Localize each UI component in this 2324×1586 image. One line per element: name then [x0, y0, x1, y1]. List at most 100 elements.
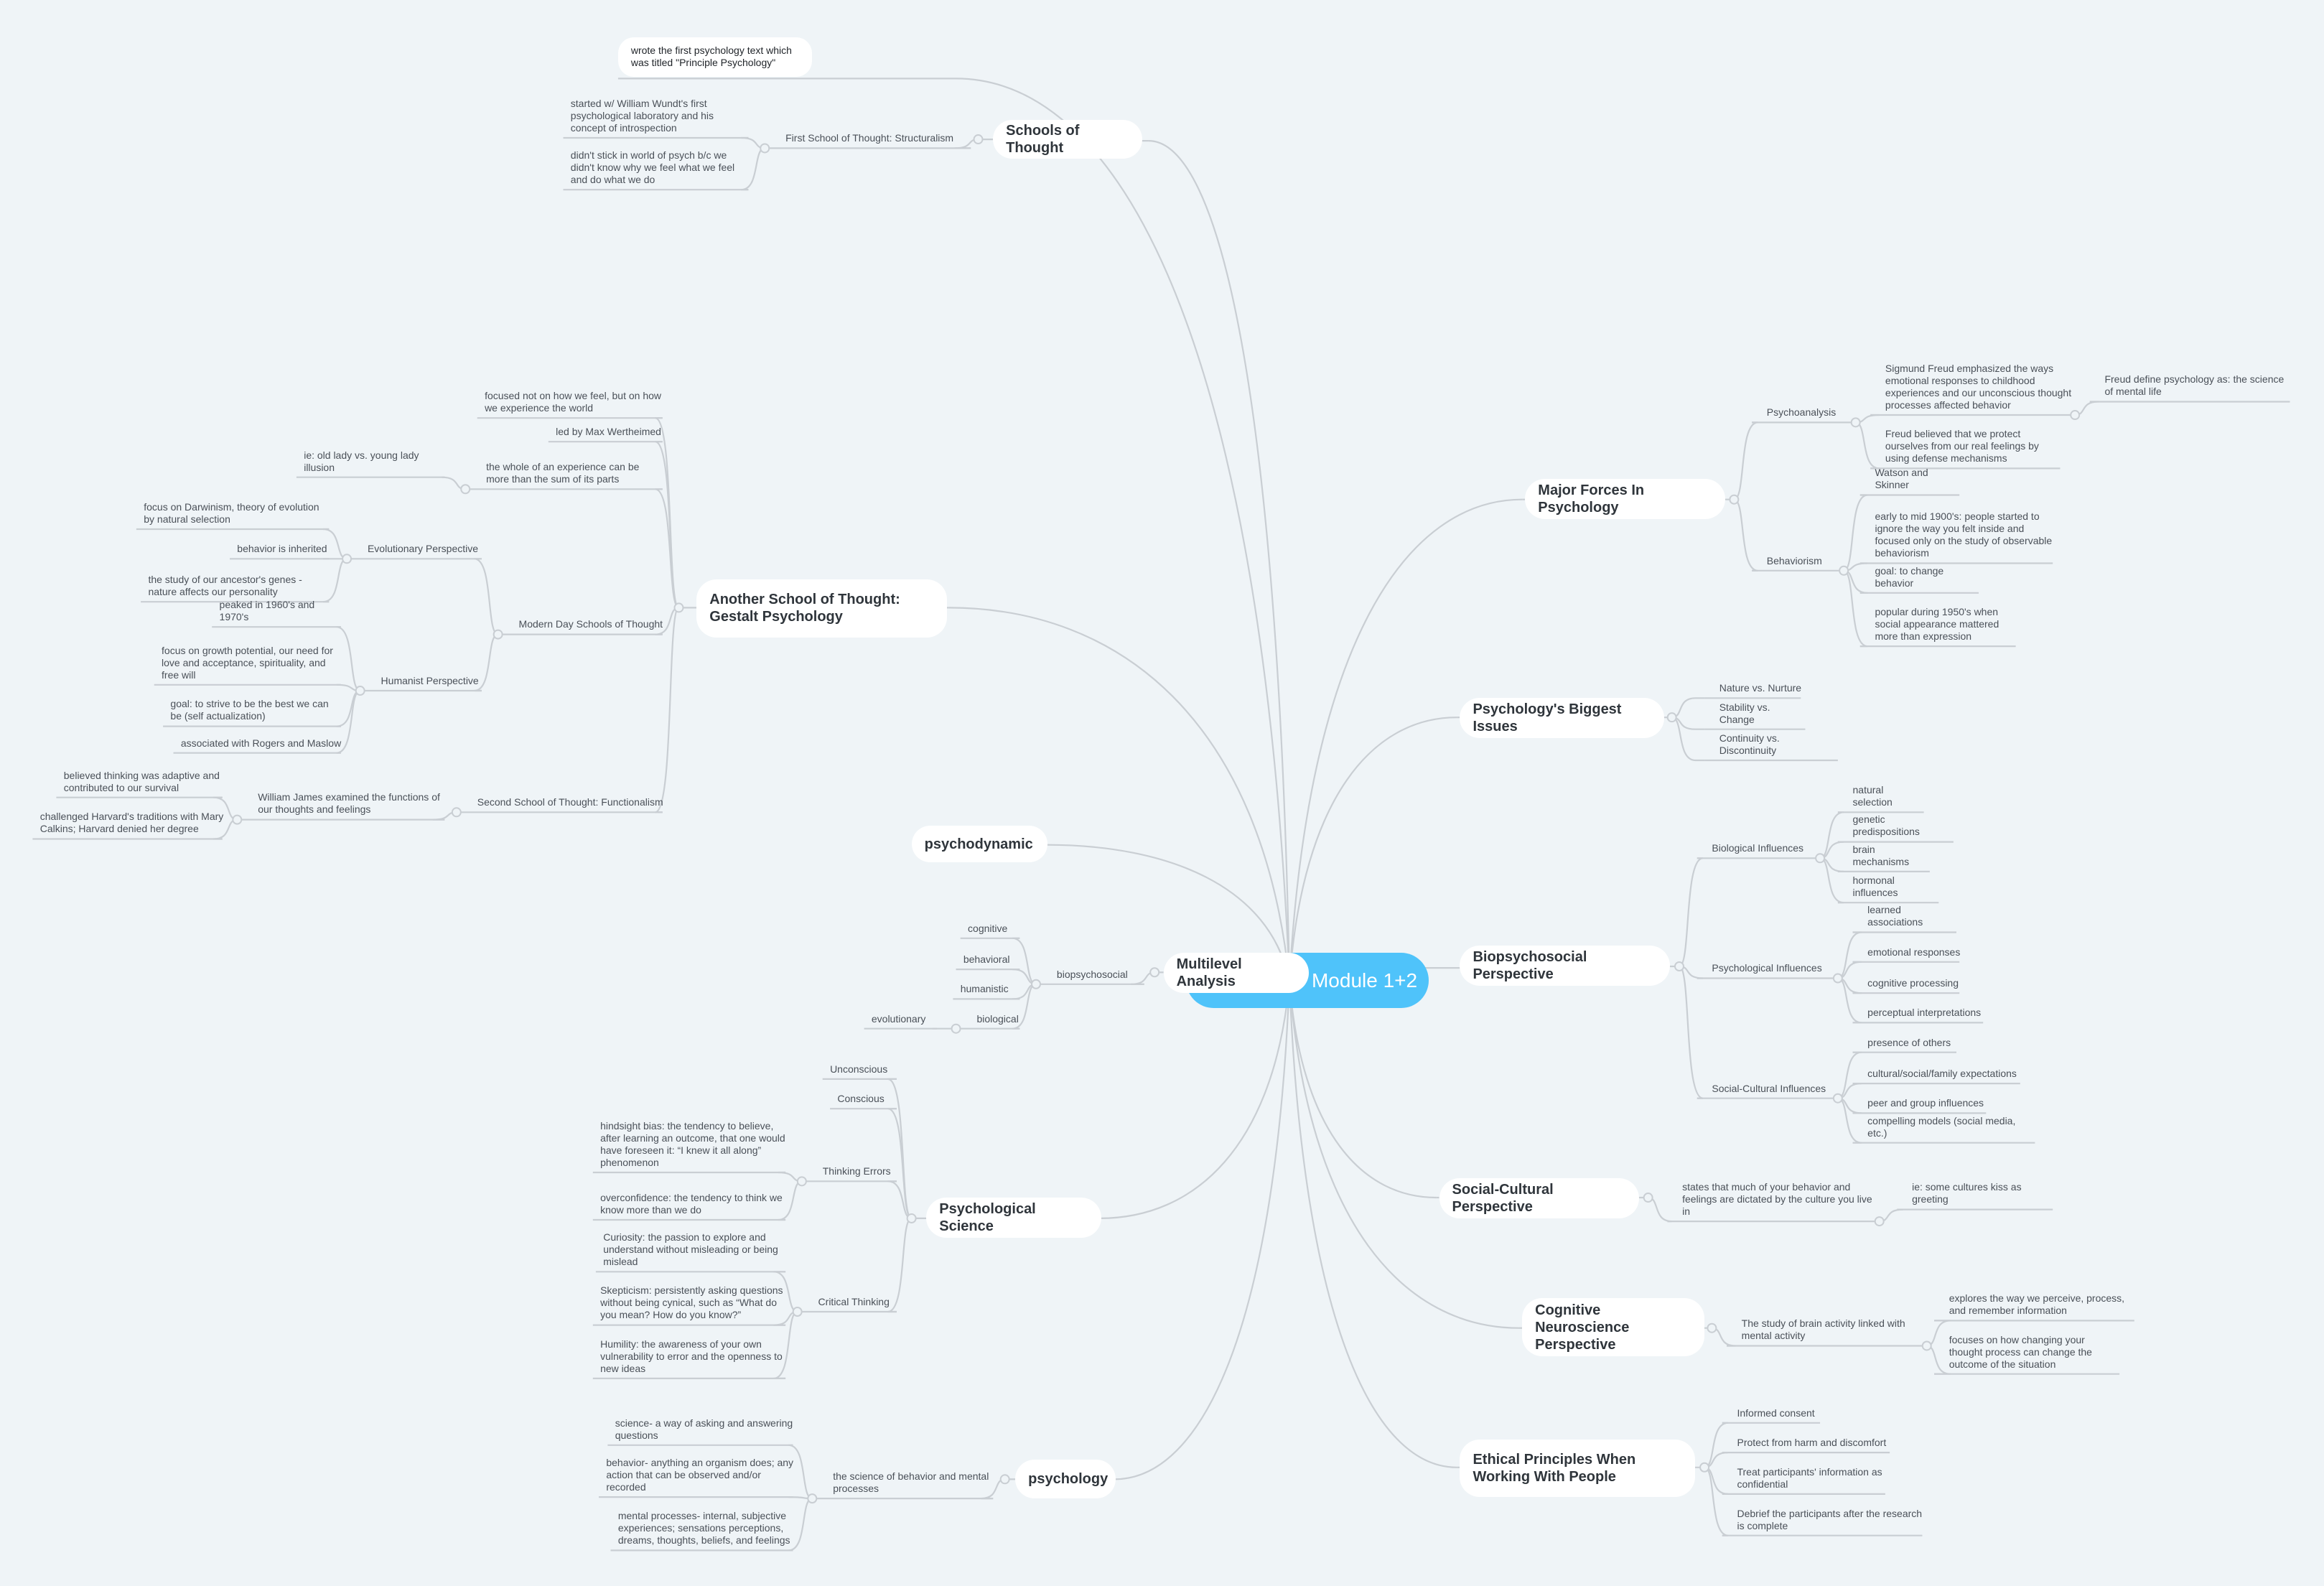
leaf-node[interactable]: cognitive processing — [1867, 977, 1959, 989]
leaf-node[interactable]: popular during 1950's when social appear… — [1875, 605, 1999, 642]
collapse-toggle[interactable] — [1921, 1340, 1932, 1351]
leaf-node[interactable]: brain mechanisms — [1852, 843, 1910, 867]
main-topic[interactable]: Psychology's Biggest Issues — [1460, 698, 1665, 739]
leaf-node[interactable]: cognitive — [968, 922, 1008, 934]
leaf-node[interactable]: ie: old lady vs. young lady illusion — [304, 449, 419, 473]
main-topic[interactable]: psychology — [1015, 1460, 1116, 1499]
branch-node[interactable]: Behaviorism — [1766, 554, 1822, 566]
branch-node[interactable]: the whole of an experience can be more t… — [486, 461, 640, 485]
collapse-toggle[interactable] — [1643, 1193, 1653, 1203]
collapse-toggle[interactable] — [2070, 410, 2081, 421]
leaf-node[interactable]: science- a way of asking and answering q… — [615, 1417, 793, 1441]
leaf-node[interactable]: peer and group influences — [1867, 1097, 1984, 1109]
branch-node[interactable]: Second School of Thought: Functionalism — [477, 796, 663, 808]
leaf-node[interactable]: perceptual interpretations — [1867, 1007, 1982, 1019]
collapse-toggle[interactable] — [232, 814, 243, 825]
leaf-node[interactable]: Treat participants' information as confi… — [1737, 1465, 1882, 1490]
leaf-node[interactable]: challenged Harvard's traditions with Mar… — [39, 811, 224, 835]
main-topic[interactable]: psychodynamic — [911, 825, 1048, 863]
main-topic[interactable]: Psychological Science — [926, 1198, 1101, 1238]
leaf-node[interactable]: Freud believed that we protect ourselves… — [1885, 428, 2039, 465]
leaf-node[interactable]: learned associations — [1867, 904, 1923, 928]
leaf-node[interactable]: Debrief the participants after the resea… — [1737, 1507, 1923, 1531]
leaf-node[interactable]: started w/ William Wundt's first psychol… — [570, 97, 714, 134]
leaf-node[interactable]: didn't stick in world of psych b/c we di… — [570, 149, 735, 186]
collapse-toggle[interactable] — [1674, 961, 1684, 971]
leaf-node[interactable]: Protect from harm and discomfort — [1737, 1436, 1887, 1448]
main-topic[interactable]: Another School of Thought: Gestalt Psych… — [696, 579, 947, 638]
leaf-node[interactable]: Humility: the awareness of your own vuln… — [600, 1338, 783, 1374]
collapse-toggle[interactable] — [999, 1474, 1010, 1485]
branch-node[interactable]: First School of Thought: Structuralism — [785, 132, 954, 144]
leaf-node[interactable]: Curiosity: the passion to explore and un… — [603, 1231, 778, 1268]
leaf-node[interactable]: humanistic — [960, 983, 1009, 995]
leaf-node[interactable]: emotional responses — [1867, 946, 1961, 958]
leaf-node[interactable]: Watson and Skinner — [1875, 467, 1928, 491]
leaf-node[interactable]: evolutionary — [871, 1012, 926, 1025]
collapse-toggle[interactable] — [1729, 494, 1740, 505]
note-topic[interactable]: wrote the first psychology text which wa… — [617, 37, 813, 78]
collapse-toggle[interactable] — [355, 686, 365, 696]
leaf-node[interactable]: compelling models (social media, etc.) — [1867, 1114, 2016, 1139]
leaf-node[interactable]: Continuity vs. Discontinuity — [1719, 732, 1780, 756]
leaf-node[interactable]: Unconscious — [830, 1063, 888, 1075]
leaf-node[interactable]: the study of our ancestor's genes - natu… — [148, 574, 302, 597]
branch-node[interactable]: The study of brain activity linked with … — [1741, 1317, 1905, 1342]
collapse-toggle[interactable] — [460, 484, 471, 495]
leaf-node[interactable]: cultural/social/family expectations — [1867, 1067, 2017, 1079]
branch-node[interactable]: Psychological Influences — [1712, 962, 1822, 974]
leaf-node[interactable]: focused not on how we feel, but on how w… — [485, 390, 662, 414]
collapse-toggle[interactable] — [1832, 973, 1843, 984]
branch-node[interactable]: states that much of your behavior and fe… — [1682, 1180, 1872, 1217]
collapse-toggle[interactable] — [1874, 1216, 1885, 1227]
branch-node[interactable]: Psychoanalysis — [1766, 406, 1837, 419]
collapse-toggle[interactable] — [1815, 853, 1826, 864]
leaf-node[interactable]: associated with Rogers and Maslow — [180, 737, 342, 749]
collapse-toggle[interactable] — [1666, 712, 1677, 723]
collapse-toggle[interactable] — [673, 602, 684, 613]
leaf-node[interactable]: ie: some cultures kiss as greeting — [1912, 1181, 2022, 1205]
collapse-toggle[interactable] — [1149, 967, 1160, 978]
leaf-node[interactable]: Informed consent — [1737, 1407, 1815, 1419]
collapse-toggle[interactable] — [1707, 1323, 1717, 1333]
collapse-toggle[interactable] — [792, 1307, 803, 1317]
leaf-node[interactable]: Stability vs. Change — [1719, 701, 1770, 725]
branch-node[interactable]: biopsychosocial — [1056, 968, 1128, 980]
branch-node[interactable]: Thinking Errors — [822, 1165, 891, 1177]
leaf-node[interactable]: behavior- anything an organism does; any… — [606, 1456, 794, 1493]
branch-node[interactable]: Humanist Perspective — [381, 674, 479, 686]
leaf-node[interactable]: focus on Darwinism, theory of evolution … — [144, 500, 319, 525]
leaf-node[interactable]: overconfidence: the tendency to think we… — [600, 1191, 783, 1216]
collapse-toggle[interactable] — [342, 554, 353, 564]
leaf-node[interactable]: goal: to change behavior — [1875, 564, 1944, 589]
branch-node[interactable]: the science of behavior and mental proce… — [833, 1470, 989, 1494]
leaf-node[interactable]: hindsight bias: the tendency to believe,… — [600, 1119, 785, 1168]
leaf-node[interactable]: peaked in 1960's and 1970's — [219, 599, 315, 623]
leaf-node[interactable]: early to mid 1900's: people started to i… — [1875, 510, 2053, 559]
leaf-node[interactable]: led by Max Wertheimed — [556, 426, 661, 438]
leaf-node[interactable]: Skepticism: persistently asking question… — [600, 1284, 783, 1321]
collapse-toggle[interactable] — [906, 1213, 917, 1223]
main-topic[interactable]: Multilevel Analysis — [1163, 953, 1309, 994]
collapse-toggle[interactable] — [451, 807, 462, 818]
branch-node[interactable]: William James examined the functions of … — [258, 791, 440, 816]
branch-node[interactable]: Critical Thinking — [818, 1295, 890, 1307]
leaf-node[interactable]: Nature vs. Nurture — [1719, 682, 1802, 694]
leaf-node[interactable]: focuses on how changing your thought pro… — [1949, 1333, 2092, 1370]
main-topic[interactable]: Social-Cultural Perspective — [1439, 1178, 1640, 1218]
leaf-node[interactable]: believed thinking was adaptive and contr… — [63, 769, 220, 793]
leaf-node[interactable]: Freud define psychology as: the science … — [2104, 373, 2285, 398]
leaf-node[interactable]: behavioral — [963, 953, 1010, 965]
main-topic[interactable]: Major Forces In Psychology — [1525, 478, 1725, 519]
collapse-toggle[interactable] — [973, 134, 984, 145]
branch-node[interactable]: Sigmund Freud emphasized the ways emotio… — [1885, 362, 2072, 411]
collapse-toggle[interactable] — [807, 1493, 818, 1504]
leaf-node[interactable]: hormonal influences — [1852, 874, 1898, 899]
main-topic[interactable]: Schools of Thought — [993, 120, 1143, 159]
leaf-node[interactable]: goal: to strive to be the best we can be… — [170, 698, 329, 722]
leaf-node[interactable]: explores the way we perceive, process, a… — [1949, 1292, 2125, 1317]
leaf-node[interactable]: genetic predispositions — [1852, 813, 1920, 838]
collapse-toggle[interactable] — [1699, 1462, 1710, 1473]
leaf-node[interactable]: natural selection — [1852, 784, 1893, 808]
collapse-toggle[interactable] — [796, 1176, 807, 1187]
